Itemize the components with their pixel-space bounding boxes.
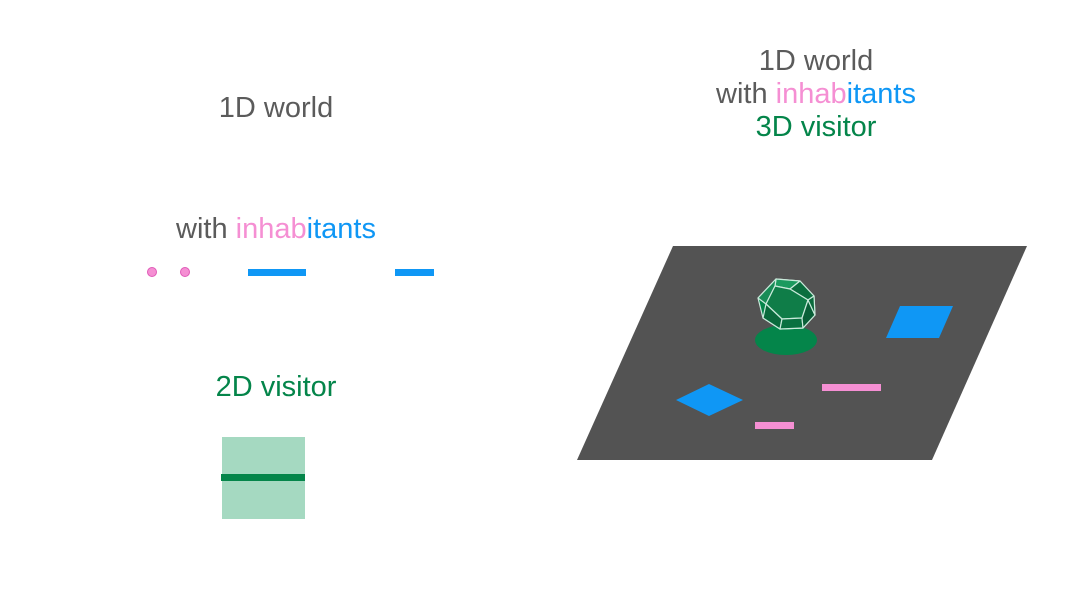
pink-segment-inhabitant <box>822 384 881 391</box>
inhabitants-prefix: with <box>176 213 236 245</box>
left-visitor-title: 2D visitor <box>215 371 337 403</box>
right-line-3: 3D visitor <box>755 111 877 143</box>
blue-segment-inhabitant <box>248 269 306 276</box>
pink-point-inhabitant <box>147 267 157 277</box>
blue-diamond-inhabitant <box>676 384 743 416</box>
right-line-2-pink: inhab <box>775 78 847 110</box>
right-line-2-blue: itants <box>846 78 916 110</box>
inhabitants-pink-part: inhab <box>235 213 307 245</box>
dodecahedron-icon <box>757 278 816 330</box>
two-d-visitor-slice <box>221 474 305 481</box>
right-line-2-prefix: with <box>716 78 776 110</box>
left-world-title: 1D world <box>218 92 334 124</box>
world-plane <box>577 246 1027 460</box>
inhabitants-blue-part: itants <box>306 213 376 245</box>
right-line-1: 1D world <box>758 45 874 77</box>
pink-segment-inhabitant <box>755 422 794 429</box>
visitor-shadow <box>755 325 817 355</box>
blue-segment-inhabitant <box>395 269 434 276</box>
right-line-2: with inhabitants <box>686 78 946 111</box>
right-world-label: 1D world with inhabitants 3D visitor <box>686 45 946 144</box>
pink-point-inhabitant <box>180 267 190 277</box>
blue-square-inhabitant <box>886 306 953 338</box>
left-inhabitants-label: with inhabitants <box>140 213 412 246</box>
